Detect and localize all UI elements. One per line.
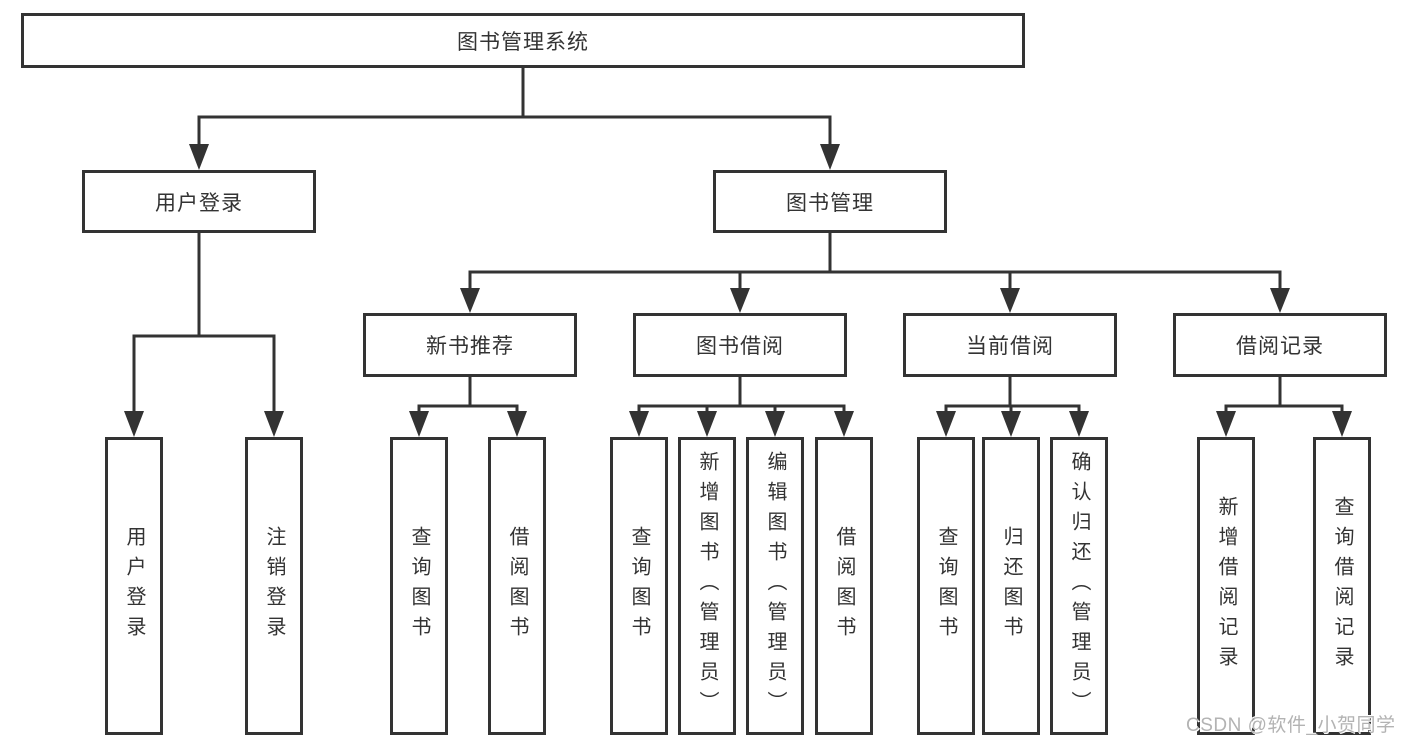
leaf-borrow-add-books-admin: 新增图书（管理员） [678, 437, 736, 735]
leaf-newbook-borrow-books: 借阅图书 [488, 437, 546, 735]
leaf-records-query-record: 查询借阅记录 [1313, 437, 1371, 735]
node-borrow-records: 借阅记录 [1173, 313, 1387, 377]
leaf-logout-label: 注销登录 [263, 526, 285, 646]
leaf-current-confirm-return-admin: 确认归还（管理员） [1050, 437, 1108, 735]
leaf-borrow-borrow-books-label: 借阅图书 [833, 526, 855, 646]
leaf-borrow-edit-books-admin: 编辑图书（管理员） [746, 437, 804, 735]
leaf-current-return-books: 归还图书 [982, 437, 1040, 735]
leaf-borrow-query-books-label: 查询图书 [628, 526, 650, 646]
node-current-borrow: 当前借阅 [903, 313, 1117, 377]
leaf-borrow-query-books: 查询图书 [610, 437, 668, 735]
node-user-login: 用户登录 [82, 170, 316, 233]
leaf-user-login: 用户登录 [105, 437, 163, 735]
node-new-book-recommend: 新书推荐 [363, 313, 577, 377]
leaf-logout: 注销登录 [245, 437, 303, 735]
leaf-borrow-add-books-admin-label: 新增图书（管理员） [696, 451, 718, 721]
leaf-user-login-label: 用户登录 [123, 526, 145, 646]
node-library-system: 图书管理系统 [21, 13, 1025, 68]
leaf-current-confirm-return-admin-label: 确认归还（管理员） [1068, 451, 1090, 721]
leaf-records-add-record: 新增借阅记录 [1197, 437, 1255, 735]
leaf-records-query-record-label: 查询借阅记录 [1331, 496, 1353, 676]
node-book-borrow: 图书借阅 [633, 313, 847, 377]
leaf-current-query-books: 查询图书 [917, 437, 975, 735]
leaf-borrow-edit-books-admin-label: 编辑图书（管理员） [764, 451, 786, 721]
leaf-records-add-record-label: 新增借阅记录 [1215, 496, 1237, 676]
leaf-newbook-borrow-books-label: 借阅图书 [506, 526, 528, 646]
watermark-text: CSDN @软件_小贺同学 [1186, 715, 1396, 736]
leaf-newbook-query-books-label: 查询图书 [408, 526, 430, 646]
leaf-borrow-borrow-books: 借阅图书 [815, 437, 873, 735]
leaf-newbook-query-books: 查询图书 [390, 437, 448, 735]
node-book-management: 图书管理 [713, 170, 947, 233]
leaf-current-return-books-label: 归还图书 [1000, 526, 1022, 646]
leaf-current-query-books-label: 查询图书 [935, 526, 957, 646]
